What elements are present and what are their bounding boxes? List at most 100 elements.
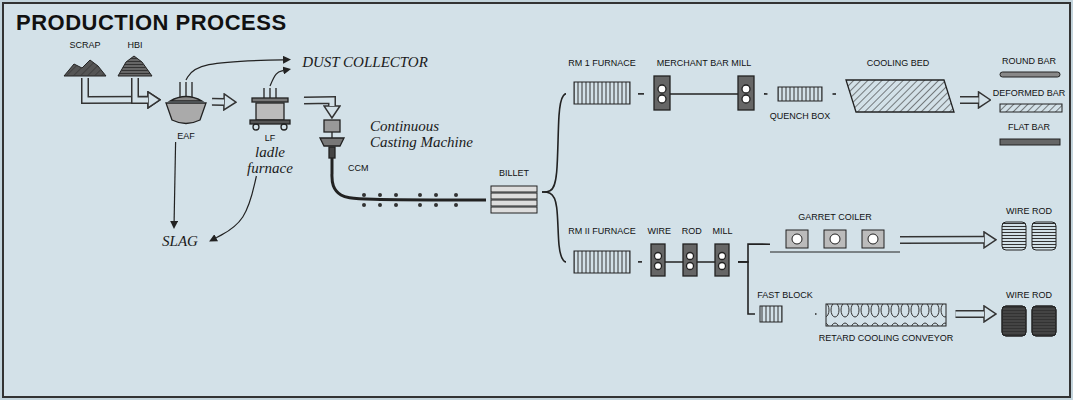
strand-rollers-part bbox=[418, 203, 422, 207]
wire-rod-coil-part bbox=[1002, 222, 1026, 250]
reheat-furnace: RM 1 FURNACE bbox=[566, 58, 638, 110]
flow-arrow-fill bbox=[960, 97, 979, 102]
coiler: GARRET COILER bbox=[770, 212, 900, 258]
process-line bbox=[833, 94, 837, 95]
process-line bbox=[638, 93, 644, 94]
ladle-furnace-part bbox=[253, 124, 259, 130]
flow-arrow bbox=[135, 78, 148, 100]
bar-product-part bbox=[1000, 72, 1060, 77]
handwritten-arrow bbox=[216, 176, 256, 238]
garret-coiler-part bbox=[824, 230, 846, 248]
mill-stand-part bbox=[719, 253, 726, 260]
strand-rollers-part bbox=[378, 193, 382, 197]
casting-machine bbox=[320, 120, 344, 174]
ladle-furnace bbox=[250, 88, 290, 130]
quench-box bbox=[778, 87, 822, 101]
mill-stand-part bbox=[658, 95, 666, 103]
flow-arrow bbox=[304, 100, 332, 106]
strand-rollers-part bbox=[378, 203, 382, 207]
strand-rollers-part bbox=[454, 203, 458, 207]
wire-rod-coil-part bbox=[1032, 306, 1056, 336]
equipment-label: RM II FURNACE bbox=[568, 226, 636, 237]
process-line bbox=[332, 174, 486, 200]
flow-arrow-outline bbox=[135, 78, 148, 100]
connector-line bbox=[833, 93, 837, 95]
process-line bbox=[542, 94, 566, 192]
mill-stand-part bbox=[654, 76, 670, 110]
product: WIRE ROD bbox=[996, 206, 1062, 258]
mill-stand bbox=[651, 244, 729, 276]
wire-rod-coil-part bbox=[1032, 222, 1056, 250]
strand-rollers-part bbox=[362, 193, 366, 197]
cooling-bed bbox=[846, 80, 954, 112]
reheat-furnace-part bbox=[574, 82, 630, 104]
equipment-label: CCM bbox=[348, 163, 369, 174]
mill-stand-part bbox=[683, 244, 697, 276]
wire-rod-coil-part bbox=[1002, 306, 1026, 336]
retard-conveyor-part bbox=[826, 304, 946, 326]
handwritten-note: DUST COLLECTOR bbox=[290, 50, 440, 74]
ladle-furnace-part bbox=[269, 88, 270, 98]
equipment-label: MERCHANT BAR MILL bbox=[657, 58, 751, 69]
flow-arrow bbox=[960, 99, 979, 100]
wire-rod-coil bbox=[1002, 306, 1056, 336]
process-illustration-part bbox=[3, 3, 1070, 397]
mill-stand-part bbox=[655, 253, 662, 260]
process-line bbox=[764, 93, 768, 94]
furnace: EAF bbox=[160, 80, 212, 142]
connector-line bbox=[216, 176, 256, 238]
flow-arrow-fill bbox=[212, 99, 224, 104]
mill-stand-part bbox=[651, 244, 665, 276]
electric-arc-furnace bbox=[166, 82, 206, 124]
equipment-label: WIRE ROD bbox=[1006, 290, 1052, 301]
bar-product-part bbox=[1000, 104, 1062, 112]
product: ROUND BAR bbox=[996, 56, 1062, 84]
garret-coiler-part bbox=[786, 230, 808, 248]
flow-arrow-fill bbox=[900, 237, 984, 242]
product: FLAT BAR bbox=[996, 122, 1062, 150]
billet: BILLET bbox=[486, 168, 542, 216]
handwritten-arrow bbox=[186, 60, 283, 80]
cooling-bed-part bbox=[846, 80, 954, 112]
billet-stack bbox=[491, 186, 537, 213]
connector-line bbox=[738, 262, 755, 314]
mill-stand-part bbox=[687, 263, 694, 270]
hbi-pile bbox=[118, 56, 152, 76]
garret-coiler bbox=[770, 230, 900, 252]
connector-line bbox=[638, 93, 644, 95]
equipment-label: DEFORMED BAR bbox=[993, 88, 1066, 99]
billet-stack-part bbox=[491, 200, 537, 206]
strand-rollers-part bbox=[434, 193, 438, 197]
connector-line bbox=[638, 261, 642, 263]
rolling-mill: MERCHANT BAR MILL bbox=[644, 58, 764, 110]
diagram-title: PRODUCTION PROCESS bbox=[16, 10, 287, 36]
mill-stand-part bbox=[719, 263, 726, 270]
ladle-furnace-part bbox=[256, 103, 284, 120]
wire-rod-coil-part bbox=[1002, 306, 1026, 336]
strand-rollers-part bbox=[434, 203, 438, 207]
hbi-pile-part bbox=[118, 56, 152, 76]
equipment-label: MILL bbox=[713, 226, 733, 237]
garret-coiler-part bbox=[868, 234, 878, 244]
casting-strand bbox=[332, 174, 486, 200]
strand-rollers-part bbox=[418, 193, 422, 197]
handwritten-label: SLAG bbox=[162, 233, 198, 249]
electric-arc-furnace-part bbox=[170, 97, 202, 102]
casting-machine-part bbox=[331, 132, 332, 138]
flow-arrow-outline bbox=[85, 78, 148, 100]
ladle-furnace-part bbox=[275, 88, 276, 98]
billet-stack-part bbox=[491, 193, 537, 199]
casting-machine-part bbox=[329, 147, 335, 158]
process-line bbox=[738, 244, 770, 262]
handwritten-arrow bbox=[174, 142, 175, 221]
connector-line bbox=[542, 94, 566, 192]
fast-block-part bbox=[760, 306, 782, 322]
flow-arrow-outline bbox=[956, 310, 985, 318]
hbi-pile-part bbox=[118, 56, 152, 76]
ladle-furnace-part bbox=[263, 88, 264, 98]
reheat-furnace bbox=[574, 82, 630, 104]
garret-coiler-part bbox=[830, 234, 840, 244]
flow-arrow-fill bbox=[304, 100, 332, 106]
conveyor: RETARD COOLING CONVEYOR bbox=[817, 300, 956, 344]
equipment-label: WIRE bbox=[647, 226, 671, 237]
